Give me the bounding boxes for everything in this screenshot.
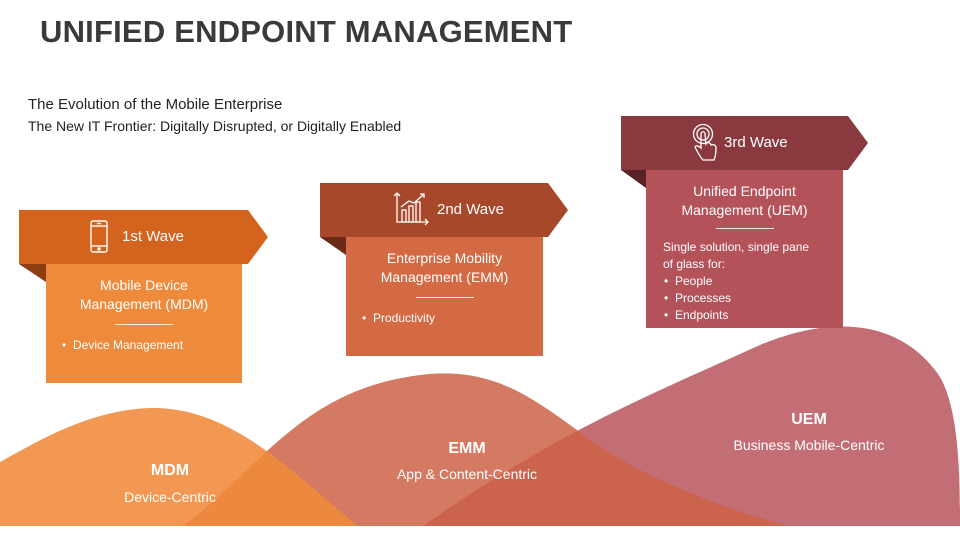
card-bullets: People Processes Endpoints: [663, 273, 843, 324]
smartphone-icon: [90, 220, 108, 253]
banner-fold-1: [19, 264, 46, 282]
card-divider: [415, 297, 474, 298]
hill-label-uem: UEM Business Mobile-Centric: [723, 411, 895, 453]
hill-desc: App & Content-Centric: [396, 466, 538, 482]
list-item: People: [663, 273, 843, 290]
page-title: UNIFIED ENDPOINT MANAGEMENT: [40, 14, 573, 49]
card-title: Mobile Device Management (MDM): [79, 277, 209, 312]
list-item: Device Management: [61, 337, 242, 354]
page-tagline: The New IT Frontier: Digitally Disrupted…: [28, 118, 402, 134]
card-bullets: Productivity: [361, 310, 543, 327]
card-uem: Unified Endpoint Management (UEM) Single…: [646, 182, 843, 324]
banner-fold-3: [621, 170, 646, 188]
card-2-bg: [346, 237, 543, 356]
card-divider: [115, 324, 173, 325]
hill-mdm: [0, 407, 360, 528]
card-mdm: Mobile Device Management (MDM) Device Ma…: [46, 276, 242, 354]
list-item: Processes: [663, 290, 843, 307]
hill-desc: Business Mobile-Centric: [733, 437, 885, 453]
hill-emm: [180, 373, 800, 528]
page-subtitle: The Evolution of the Mobile Enterprise: [28, 96, 283, 113]
card-emm: Enterprise Mobility Management (EMM) Pro…: [346, 249, 543, 327]
baseline: [0, 526, 960, 529]
list-item: Productivity: [361, 310, 543, 327]
hill-abbr: UEM: [791, 411, 827, 428]
hill-label-mdm: MDM Device-Centric: [100, 462, 240, 505]
card-intro: Single solution, single pane of glass fo…: [663, 240, 810, 271]
hill-abbr: MDM: [150, 462, 190, 479]
banner-label-3: 3rd Wave: [724, 134, 788, 151]
banner-1st-wave: [19, 210, 268, 264]
card-divider: [715, 228, 774, 229]
card-1-bg: [46, 264, 242, 383]
banner-3rd-wave: [621, 116, 868, 170]
hill-abbr: EMM: [448, 440, 486, 457]
banner-fold-2: [320, 237, 346, 255]
hill-desc: Device-Centric: [124, 489, 216, 505]
list-item: Endpoints: [663, 307, 843, 324]
banner-2nd-wave: [320, 183, 568, 237]
growth-chart-icon: [393, 192, 429, 226]
banner-label-2: 2nd Wave: [437, 201, 504, 218]
card-title: Unified Endpoint Management (UEM): [681, 183, 808, 218]
card-bullets: Device Management: [61, 337, 242, 354]
hill-label-emm: EMM App & Content-Centric: [387, 440, 547, 482]
touch-tap-icon: [692, 123, 717, 161]
card-title: Enterprise Mobility Management (EMM): [380, 250, 509, 285]
banner-label-1: 1st Wave: [122, 228, 184, 245]
